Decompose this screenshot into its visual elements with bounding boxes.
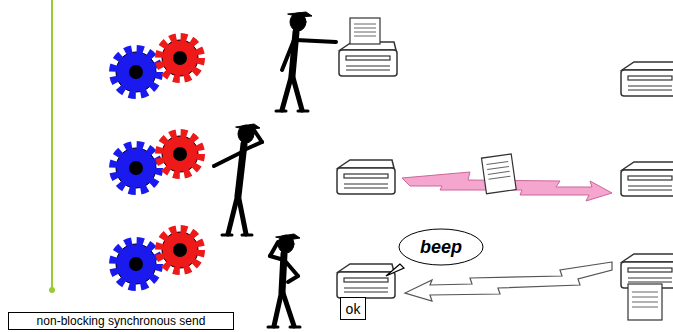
gears <box>113 229 201 287</box>
paper <box>628 284 662 320</box>
fax-machine <box>337 160 395 194</box>
fax-machine <box>621 254 673 288</box>
fax-machine <box>621 62 673 96</box>
node-shape <box>341 298 366 320</box>
ack-arrow <box>405 262 612 301</box>
stick-figure <box>268 234 300 327</box>
node-text: beep <box>420 237 462 258</box>
stick-figure <box>276 12 336 111</box>
node-shape <box>9 313 234 330</box>
node-shape <box>399 229 483 265</box>
caption-box: non-blocking synchronous send <box>8 312 234 330</box>
ok-slip: ok <box>340 297 366 320</box>
fax-machine <box>337 264 395 298</box>
stick-figure <box>214 124 262 235</box>
paper <box>350 18 380 44</box>
fax-machine <box>621 162 673 196</box>
timeline-dot <box>49 287 55 293</box>
bubble-tail <box>386 264 404 276</box>
paper <box>481 154 516 194</box>
node-text: non-blocking synchronous send <box>37 314 206 328</box>
speech-bubble: beep <box>398 228 484 266</box>
timeline <box>51 0 53 290</box>
gears <box>113 133 201 191</box>
fax-machine <box>339 42 397 76</box>
gears <box>113 37 201 95</box>
node-text: ok <box>346 301 361 317</box>
